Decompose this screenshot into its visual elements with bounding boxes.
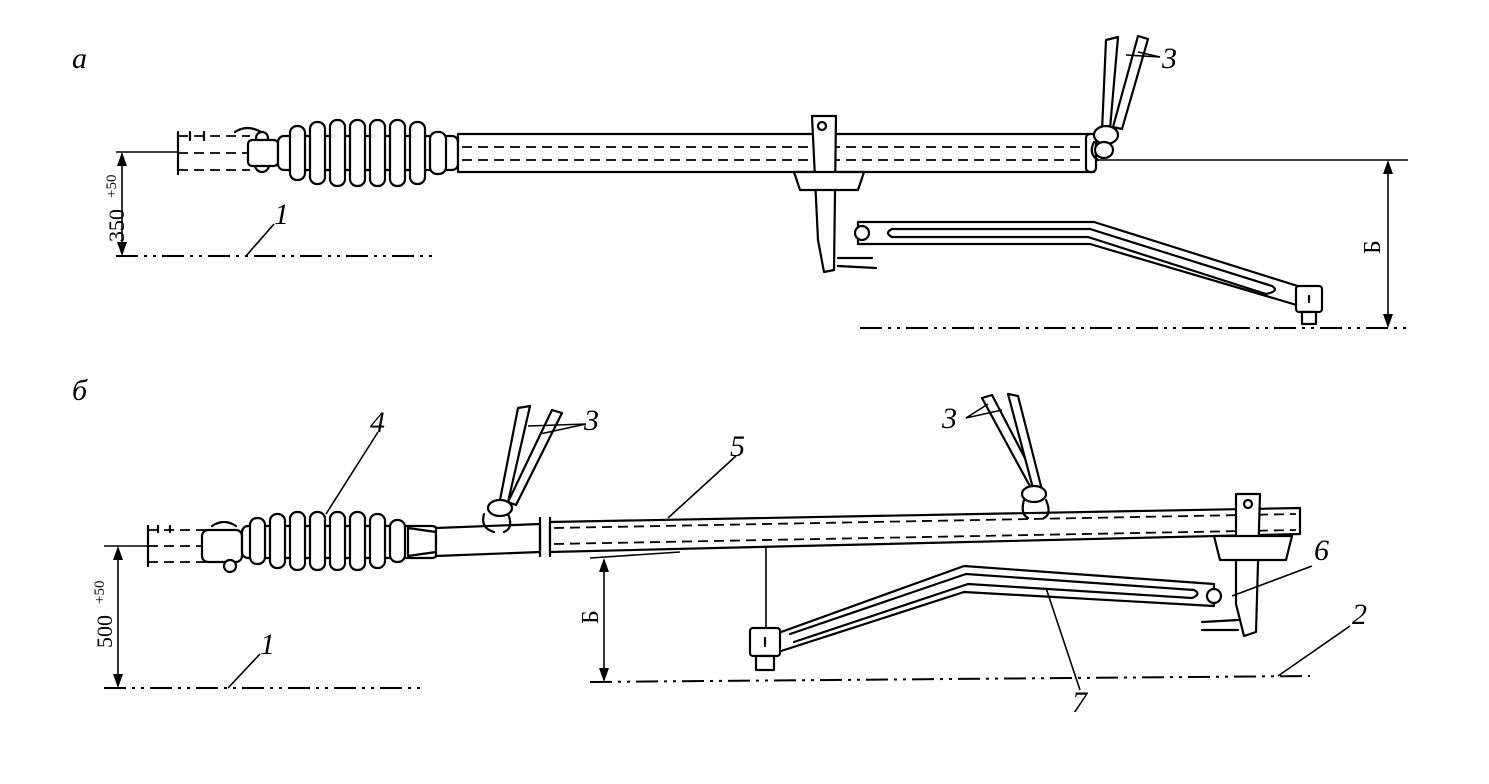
panel-a-end-fitting: [176, 126, 280, 176]
panel-a-insulator: [276, 118, 460, 188]
panel-a-b-label: Б: [1360, 240, 1386, 254]
panel-a-height-value: 350: [104, 209, 129, 242]
panel-a-bracket: [792, 114, 878, 274]
panel-b-callout-7: 7: [1072, 686, 1089, 719]
panel-b-callout-4: 4: [370, 406, 385, 439]
panel-a-dimension-b: Б: [860, 159, 1408, 329]
panel-b-rod: 5: [434, 430, 1302, 558]
panel-b-callout-5: 5: [730, 430, 745, 463]
panel-b-callout-3-left: 3: [583, 404, 599, 437]
panel-b-callout-3-right: 3: [941, 402, 957, 435]
panel-b-dimension-height: 500 +50: [92, 545, 148, 688]
panel-b-clamp-right: 3: [941, 392, 1050, 520]
panel-b: б 4: [72, 374, 1367, 719]
panel-b-label: б: [72, 374, 88, 407]
panel-a-callout-1: 1: [274, 198, 289, 231]
panel-a-rod: [456, 132, 1098, 174]
panel-a-clamp: [1090, 34, 1161, 162]
panel-a: а: [72, 34, 1408, 329]
panel-b-fixator: 7 6: [748, 534, 1329, 719]
panel-b-callout-6: 6: [1314, 534, 1329, 567]
panel-a-fixator: [853, 220, 1324, 326]
panel-b-height-value: 500: [92, 615, 117, 648]
panel-b-insulator: 4: [240, 406, 440, 572]
panel-b-callout-2: 2: [1352, 598, 1367, 631]
panel-b-height-tolerance: +50: [92, 581, 108, 604]
panel-b-bracket: [1200, 492, 1294, 638]
panel-a-callout-3: 3: [1161, 42, 1177, 75]
panel-a-height-tolerance: +50: [104, 175, 120, 198]
panel-a-label: а: [72, 42, 87, 75]
panel-b-dimension-b: Б 2: [578, 551, 1367, 683]
panel-b-callout-1: 1: [260, 628, 275, 661]
panel-a-dimension-height: 350 +50: [104, 151, 178, 256]
panel-b-clamp-left: 3: [482, 404, 599, 534]
panel-b-level-line: 1: [104, 628, 424, 689]
panel-a-level-line: 1: [116, 198, 438, 257]
panel-b-end-fitting: [146, 520, 244, 574]
panel-b-b-label: Б: [578, 610, 604, 624]
